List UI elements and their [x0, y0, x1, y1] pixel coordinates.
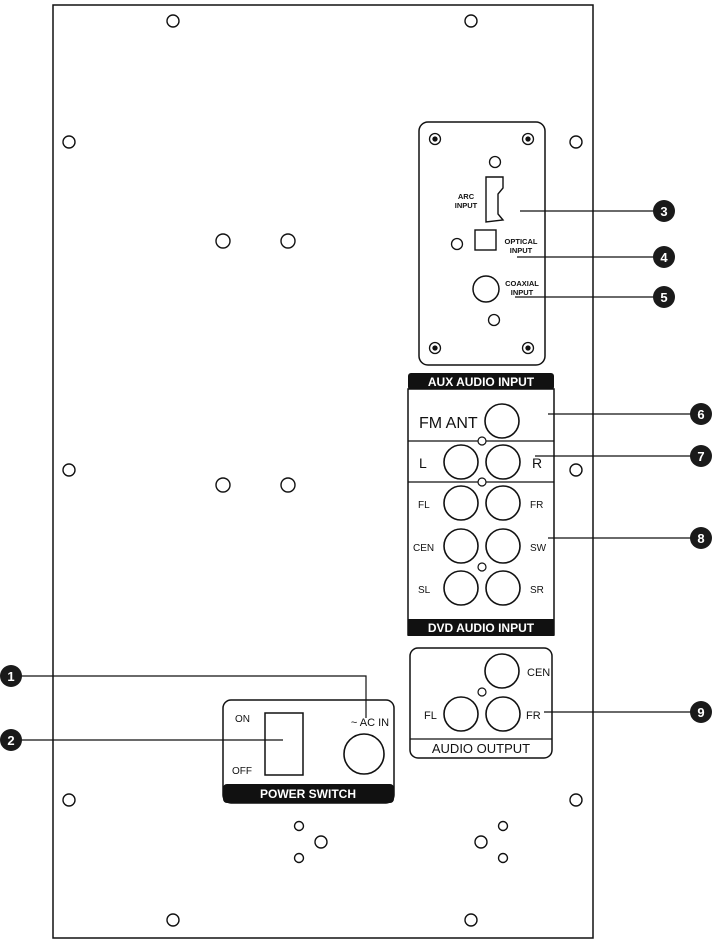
sl-input-jack — [443, 570, 479, 606]
screw-hole — [464, 913, 478, 927]
screw-hole — [293, 852, 305, 864]
arc-label: ARC — [458, 192, 475, 201]
screw-hole — [464, 14, 478, 28]
screw-hole — [497, 820, 509, 832]
callout-9-marker — [690, 701, 712, 723]
power-title-bar — [223, 784, 394, 803]
optical-label: OPTICAL — [505, 237, 538, 246]
screw-hole — [62, 793, 76, 807]
left-label: L — [419, 455, 427, 471]
right-label: R — [532, 455, 542, 471]
callout-3-marker — [653, 200, 675, 222]
callout-7: 7 — [697, 449, 704, 464]
callout-2: 2 — [7, 733, 14, 748]
r-input-jack — [485, 444, 521, 480]
fm-ant-label: FM ANT — [419, 415, 478, 432]
coaxial-label: COAXIAL — [505, 279, 539, 288]
power-rocker-switch — [264, 712, 304, 776]
callout-5: 5 — [660, 290, 667, 305]
screw-hole — [474, 835, 488, 849]
audio-output-panel: CEN FL FR AUDIO OUTPUT — [409, 647, 553, 759]
aux-title: AUX AUDIO INPUT — [428, 375, 535, 389]
callout-3: 3 — [660, 204, 667, 219]
optical-port — [474, 229, 497, 251]
callout-1-marker — [0, 665, 22, 687]
screw-hole — [62, 135, 76, 149]
sr-label: SR — [530, 585, 544, 596]
screw-hole — [569, 793, 583, 807]
callout-6-marker — [690, 403, 712, 425]
sw-label: SW — [530, 543, 547, 554]
fr-output-jack — [485, 696, 521, 732]
screw-hole — [280, 477, 296, 493]
screw-hole — [215, 477, 231, 493]
callout-1: 1 — [7, 669, 14, 684]
cen-input-jack — [443, 528, 479, 564]
aux-audio-panel: ARC INPUT OPTICAL INPUT COAXIAL INPUT — [418, 121, 546, 366]
cen-output-jack — [484, 653, 520, 689]
hdmi-arc-port — [485, 176, 505, 223]
mounting-holes — [62, 14, 583, 927]
screw-hole — [62, 463, 76, 477]
screw-hole — [314, 835, 328, 849]
sw-input-jack — [485, 528, 521, 564]
aux-title-bar — [408, 373, 554, 390]
fm-antenna-jack — [484, 403, 520, 439]
screw-hole — [569, 463, 583, 477]
power-title: POWER SWITCH — [260, 787, 356, 801]
callout-7-marker — [690, 445, 712, 467]
screw-hole — [293, 820, 305, 832]
callouts: 1 2 3 4 5 6 7 8 9 — [0, 200, 712, 751]
ac-in-label: ~ AC IN — [351, 717, 389, 729]
sl-label: SL — [418, 585, 431, 596]
screw-hole — [497, 852, 509, 864]
fl-output-jack — [443, 696, 479, 732]
screw-hole — [215, 233, 231, 249]
output-cen-label: CEN — [527, 667, 550, 679]
screw-hole — [166, 14, 180, 28]
on-label: ON — [235, 714, 250, 725]
callout-8: 8 — [697, 531, 704, 546]
output-fl-label: FL — [424, 710, 437, 722]
fl-input-jack — [443, 485, 479, 521]
leader-lines — [21, 210, 700, 741]
off-label: OFF — [232, 766, 252, 777]
fr-input-jack — [485, 485, 521, 521]
coaxial-port — [472, 275, 500, 303]
dvd-title: DVD AUDIO INPUT — [428, 621, 535, 635]
dvd-title-bar — [408, 619, 554, 636]
cen-label: CEN — [413, 543, 434, 554]
dvd-audio-panel: FM ANT L R FL FR CEN SW SL SR — [407, 388, 555, 636]
sr-input-jack — [485, 570, 521, 606]
ac-inlet — [343, 733, 385, 775]
output-fr-label: FR — [526, 710, 541, 722]
callout-2-marker — [0, 729, 22, 751]
callout-8-marker — [690, 527, 712, 549]
arc-input-label: INPUT — [455, 201, 478, 210]
callout-5-marker — [653, 286, 675, 308]
fl-label: FL — [418, 500, 430, 511]
callout-4: 4 — [660, 250, 668, 265]
callout-9: 9 — [697, 705, 704, 720]
screw-hole — [569, 135, 583, 149]
fr-label: FR — [530, 500, 543, 511]
coaxial-input-label: INPUT — [511, 288, 534, 297]
callout-6: 6 — [697, 407, 704, 422]
optical-input-label: INPUT — [510, 246, 533, 255]
output-title: AUDIO OUTPUT — [432, 741, 530, 756]
l-input-jack — [443, 444, 479, 480]
power-switch-panel: ON OFF ~ AC IN POWER SWITCH — [222, 699, 395, 804]
callout-4-marker — [653, 246, 675, 268]
screw-hole — [166, 913, 180, 927]
screw-hole — [280, 233, 296, 249]
